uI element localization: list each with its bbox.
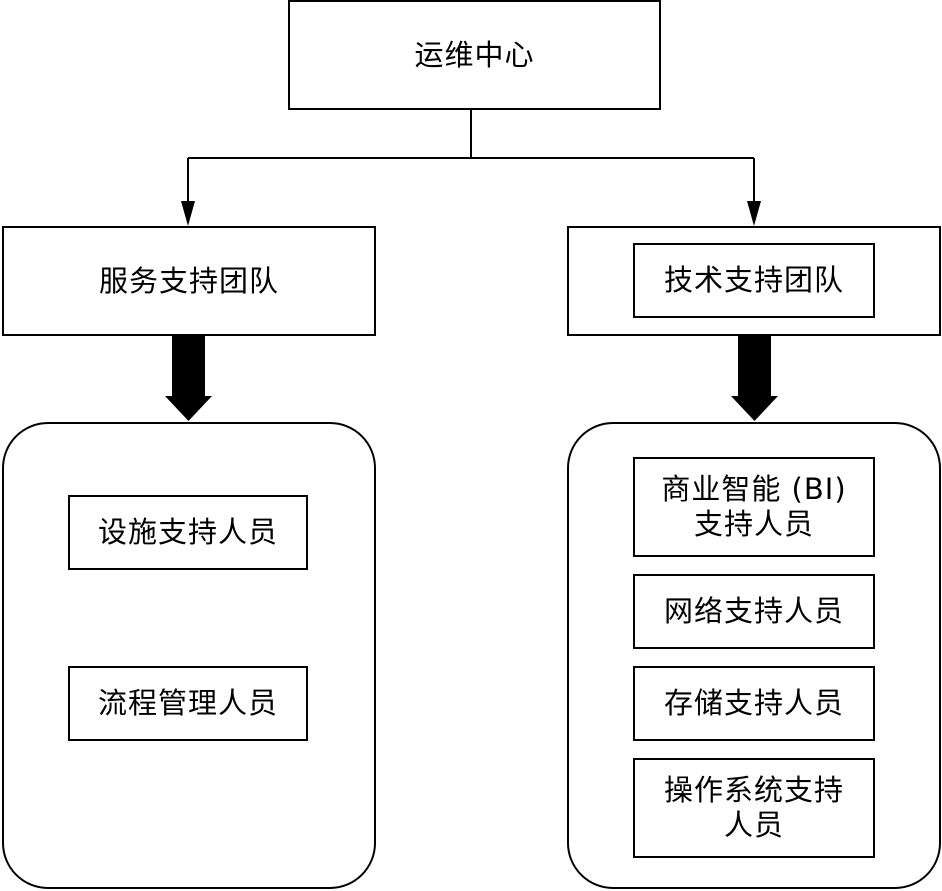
tech-team-label: 技术支持团队 xyxy=(663,263,844,298)
root-node-ops-center: 运维中心 xyxy=(288,0,661,110)
left-branch-arrowhead xyxy=(181,201,195,226)
facility-support-staff-node: 设施支持人员 xyxy=(68,495,308,570)
service-team-label: 服务支持团队 xyxy=(98,263,279,298)
os-support-staff-node: 操作系统支持 人员 xyxy=(633,758,875,858)
right-block-arrow-shaft xyxy=(738,336,771,398)
member-label: 存储支持人员 xyxy=(663,686,844,721)
right-block-arrow-head xyxy=(731,396,778,421)
root-node-label: 运维中心 xyxy=(414,37,535,72)
right-branch-arrowhead xyxy=(747,201,761,226)
storage-support-staff-node: 存储支持人员 xyxy=(633,666,875,741)
member-label-line2: 人员 xyxy=(723,808,784,842)
service-support-team-node: 服务支持团队 xyxy=(2,226,376,336)
service-members-group xyxy=(2,422,376,889)
bi-support-staff-node: 商业智能 (BI) 支持人员 xyxy=(633,457,875,557)
process-management-staff-node: 流程管理人员 xyxy=(68,666,308,741)
member-label-line1: 操作系统支持 xyxy=(663,773,844,808)
member-label-line1: 商业智能 (BI) xyxy=(661,472,847,507)
member-label: 流程管理人员 xyxy=(97,686,278,721)
network-support-staff-node: 网络支持人员 xyxy=(633,574,875,649)
member-label: 网络支持人员 xyxy=(663,594,844,629)
left-block-arrow-head xyxy=(165,396,212,421)
tech-members-group xyxy=(567,422,941,889)
left-block-arrow-shaft xyxy=(172,336,205,398)
tech-support-team-node: 技术支持团队 xyxy=(633,243,875,318)
member-label-line2: 支持人员 xyxy=(693,507,814,541)
member-label: 设施支持人员 xyxy=(97,515,278,550)
